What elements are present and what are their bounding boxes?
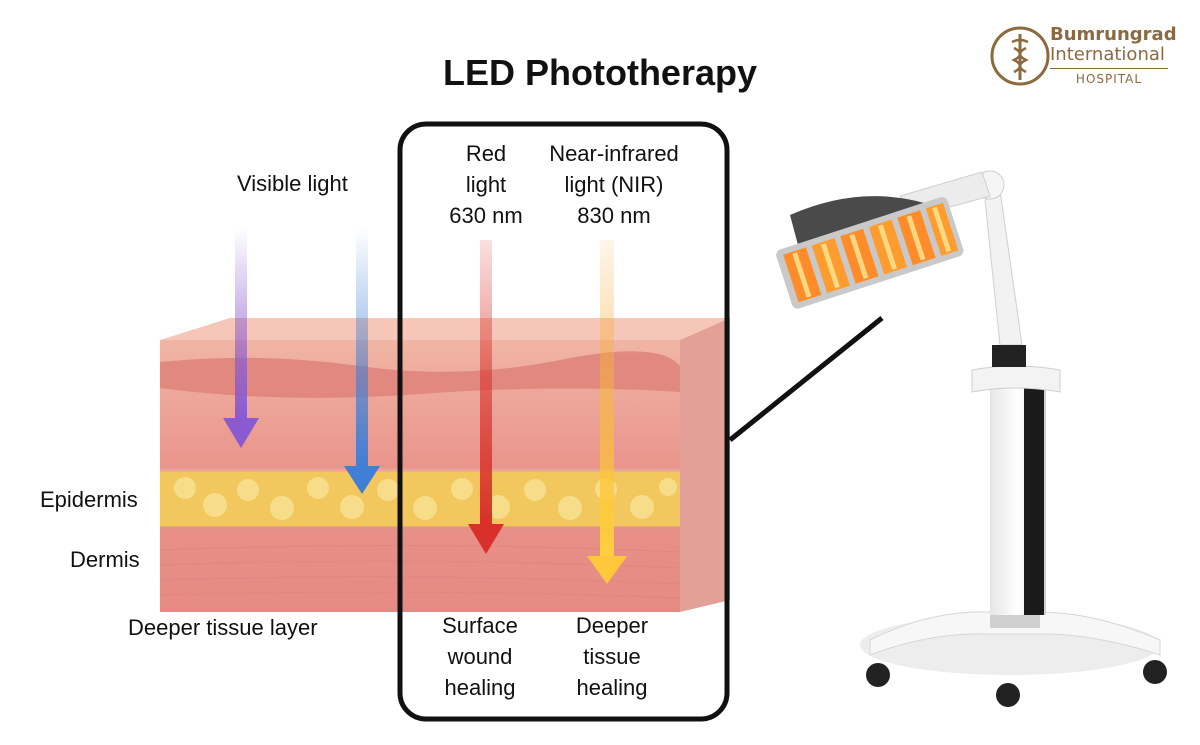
nir-light-arrow bbox=[587, 240, 627, 584]
label-red-light-line1: Red bbox=[465, 141, 507, 166]
violet-arrow bbox=[223, 228, 259, 448]
label-surface-healing: Surface wound healing bbox=[424, 610, 536, 703]
label-red-light-line2: light bbox=[465, 172, 507, 197]
label-surface-healing-line1: Surface bbox=[442, 613, 518, 638]
skin-top-face bbox=[160, 318, 730, 340]
label-deeper-tissue-layer: Deeper tissue layer bbox=[128, 615, 318, 640]
logo-line1: Bumrungrad bbox=[1050, 24, 1177, 45]
logo-line3: HOSPITAL bbox=[1075, 72, 1143, 86]
label-deeper-healing-line1: Deeper bbox=[575, 613, 649, 638]
label-epidermis: Epidermis bbox=[40, 487, 138, 512]
label-surface-healing-line2: wound bbox=[447, 644, 513, 669]
led-device-icon bbox=[776, 170, 1167, 707]
label-deeper-healing-line3: healing bbox=[576, 675, 648, 700]
label-red-light: Red light 630 nm bbox=[430, 138, 542, 231]
label-surface-healing-line3: healing bbox=[444, 675, 516, 700]
skin-block bbox=[159, 318, 730, 612]
label-red-light-line3: 630 nm bbox=[449, 203, 523, 228]
red-light-arrow bbox=[468, 240, 504, 554]
logo-line2: International bbox=[1050, 44, 1165, 65]
epidermis-band bbox=[160, 351, 680, 398]
label-deeper-healing-line2: tissue bbox=[583, 644, 641, 669]
label-nir-light-line1: Near-infrared bbox=[549, 141, 679, 166]
label-nir-light: Near-infrared light (NIR) 830 nm bbox=[538, 138, 690, 231]
label-dermis: Dermis bbox=[70, 547, 140, 572]
logo-divider bbox=[1050, 68, 1168, 69]
connector-line bbox=[728, 316, 884, 442]
diagram-title: LED Phototherapy bbox=[442, 52, 757, 93]
label-nir-light-line3: 830 nm bbox=[577, 203, 651, 228]
skin-right-face bbox=[680, 318, 730, 612]
highlight-box bbox=[397, 121, 730, 722]
blue-arrow bbox=[344, 228, 380, 494]
label-nir-light-line2: light (NIR) bbox=[564, 172, 664, 197]
label-deeper-healing: Deeper tissue healing bbox=[556, 610, 668, 703]
led-panels bbox=[776, 197, 964, 309]
caduceus-emblem-icon bbox=[990, 26, 1050, 86]
hospital-logo: Bumrungrad International HOSPITAL bbox=[990, 22, 1180, 92]
label-visible-light: Visible light bbox=[237, 171, 348, 196]
